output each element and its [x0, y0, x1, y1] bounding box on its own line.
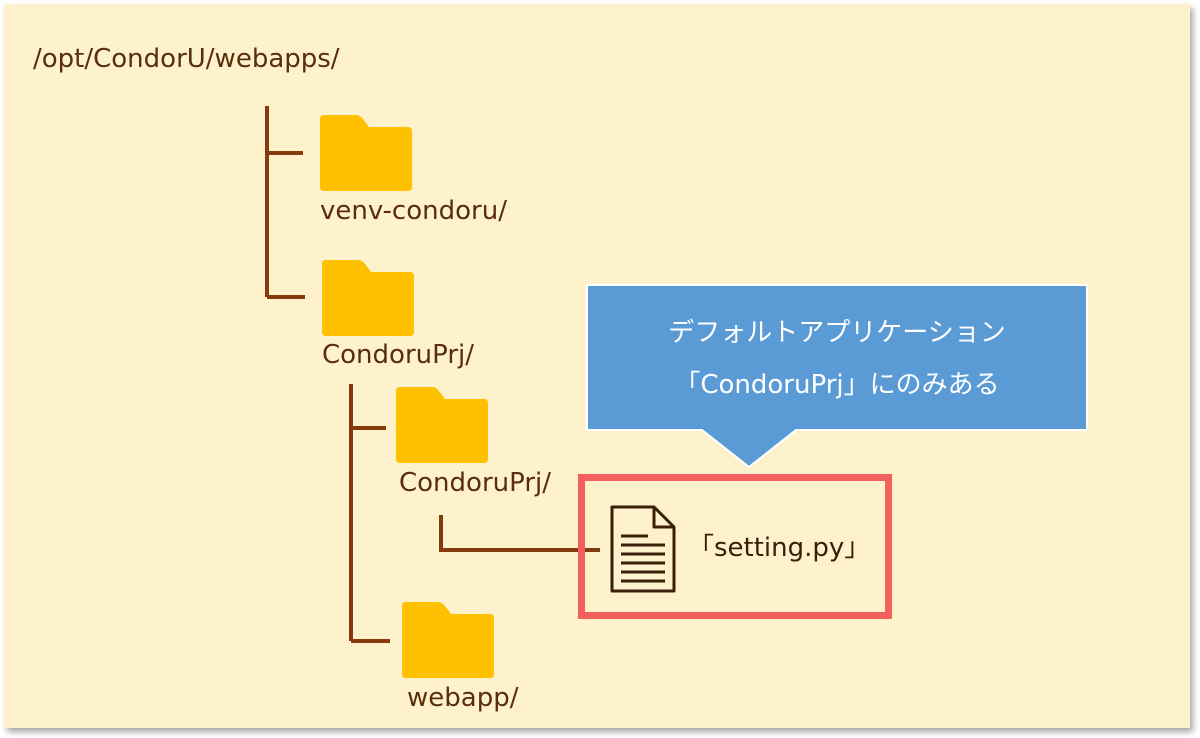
callout-bubble: [586, 284, 1088, 469]
document-icon: [610, 505, 676, 593]
callout-line-1: デフォルトアプリケーション: [668, 318, 1006, 348]
callout-line-2: 「CondoruPrj」にのみある: [674, 370, 1000, 400]
folder-label-condoruprj-outer: CondoruPrj/: [322, 340, 475, 370]
file-label-setting: 「setting.py」: [688, 533, 871, 563]
folder-icon-venv: [320, 115, 412, 191]
folder-label-condoruprj-inner: CondoruPrj/: [399, 468, 552, 498]
tree-line-file: [439, 515, 600, 552]
folder-icon-condoruprj-inner: [396, 387, 488, 463]
setting-file-highlight-box: [578, 474, 892, 619]
tree-line-root: [265, 106, 305, 299]
tree-line-prj: [349, 384, 390, 643]
root-path: /opt/CondorU/webapps/: [33, 44, 340, 74]
folder-icon-webapp: [402, 602, 494, 678]
folder-label-webapp: webapp/: [407, 683, 519, 713]
folder-icon-condoruprj-outer: [322, 260, 414, 336]
folder-label-venv: venv-condoru/: [320, 196, 507, 226]
